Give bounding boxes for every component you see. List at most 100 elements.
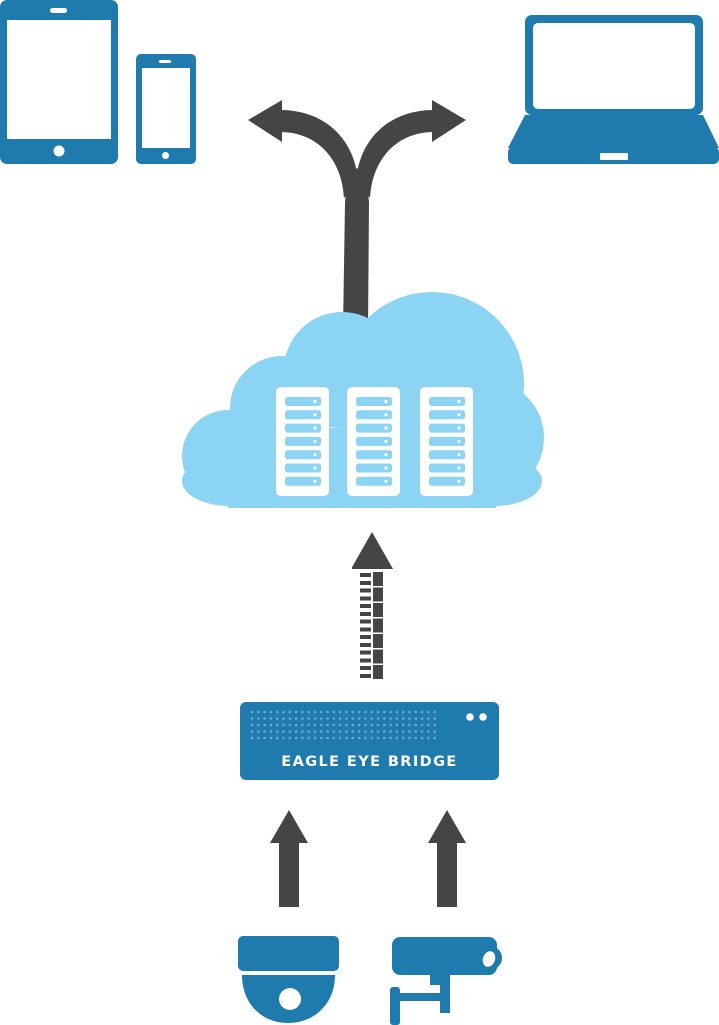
vent-dot	[345, 736, 348, 740]
server-led	[384, 439, 388, 443]
vent-dot	[357, 730, 361, 733]
vent-dot	[288, 717, 292, 720]
vent-dot	[408, 736, 411, 740]
vent-dot	[383, 710, 386, 714]
vent-dot	[364, 717, 367, 720]
vent-dot	[364, 736, 367, 740]
vent-dot	[376, 710, 380, 714]
vent-dot	[250, 717, 254, 720]
server-led	[384, 426, 388, 430]
vent-dot	[376, 736, 380, 740]
vent-dot	[370, 723, 373, 727]
segment-block	[373, 572, 383, 586]
server-unit	[429, 436, 465, 446]
server-unit	[285, 450, 321, 460]
server-led	[313, 453, 317, 457]
vent-dot	[250, 723, 254, 727]
vent-dot	[389, 710, 392, 714]
vent-dot	[294, 710, 298, 714]
server-led	[457, 413, 461, 417]
vent-dot	[269, 710, 273, 714]
bridge-label: EAGLE EYE BRIDGE	[281, 754, 458, 770]
vent-dot	[250, 710, 254, 714]
vent-dot	[275, 730, 279, 733]
server-unit	[356, 450, 392, 460]
segment-dash	[360, 612, 371, 616]
server-led	[384, 413, 388, 417]
vent-dot	[395, 717, 399, 720]
tablet-icon	[0, 0, 120, 166]
vent-dot	[257, 710, 260, 714]
server-led	[384, 399, 388, 404]
vent-dot	[383, 736, 386, 740]
server-led	[457, 439, 461, 443]
vent-dot	[294, 723, 298, 727]
vent-dot	[332, 730, 336, 733]
cloud-servers	[180, 288, 545, 510]
vent-dot	[320, 710, 323, 714]
vent-dot	[307, 717, 310, 720]
vent-dot	[420, 723, 424, 727]
vent-dot	[351, 710, 355, 714]
vent-dot	[427, 730, 430, 733]
vent-dot	[401, 723, 405, 727]
vent-dot	[351, 723, 355, 727]
server-led	[384, 466, 388, 470]
vent-dot	[401, 736, 405, 740]
vent-dot	[301, 710, 304, 714]
vent-dot	[433, 717, 436, 720]
arrowhead	[352, 532, 393, 569]
vent-dot	[408, 717, 411, 720]
vent-dot	[332, 717, 336, 720]
server-unit	[285, 410, 321, 420]
server-unit	[356, 463, 392, 473]
vent-dot	[294, 717, 298, 720]
server-led	[457, 399, 461, 404]
bullet-camera-icon	[390, 935, 506, 1025]
server-led	[313, 466, 317, 470]
vent-dot	[250, 730, 254, 733]
vent-dot	[269, 730, 273, 733]
vent-dot	[420, 717, 424, 720]
vent-dot	[282, 730, 285, 733]
vent-dot	[345, 730, 348, 733]
vent-dot	[288, 723, 292, 727]
vent-dot	[420, 736, 424, 740]
vent-dot	[357, 710, 361, 714]
segment-block	[373, 603, 383, 617]
vent-dot	[383, 723, 386, 727]
segment-dash	[360, 596, 371, 601]
vent-dot	[395, 736, 399, 740]
vent-dot	[269, 736, 273, 740]
server-unit	[285, 436, 321, 446]
segment-dash	[360, 643, 371, 647]
vent-dot	[376, 730, 380, 733]
server-unit	[356, 410, 392, 420]
vent-dot	[269, 723, 273, 727]
vent-dot	[364, 710, 367, 714]
vent-dot	[320, 736, 323, 740]
vent-dot	[275, 723, 279, 727]
vent-dot	[301, 723, 304, 727]
vent-dot	[313, 717, 317, 720]
fork-arrow-shape	[246, 98, 468, 330]
vent-dot	[370, 736, 373, 740]
vent-dot	[338, 736, 342, 740]
vent-dot	[313, 730, 317, 733]
segment-dash	[360, 619, 371, 624]
vent-dot	[263, 710, 266, 714]
server-led	[457, 453, 461, 457]
vent-dot	[351, 730, 355, 733]
vent-dot	[307, 736, 310, 740]
vent-dot	[326, 723, 329, 727]
vent-dot	[307, 710, 310, 714]
dome-camera-icon	[237, 935, 341, 1024]
vent-dot	[395, 730, 399, 733]
vent-dot	[326, 730, 329, 733]
vent-dot	[370, 710, 373, 714]
vent-dot	[332, 723, 336, 727]
vent-dot	[338, 717, 342, 720]
vent-dot	[282, 710, 285, 714]
vent-dot	[414, 710, 418, 714]
vent-dot	[408, 730, 411, 733]
